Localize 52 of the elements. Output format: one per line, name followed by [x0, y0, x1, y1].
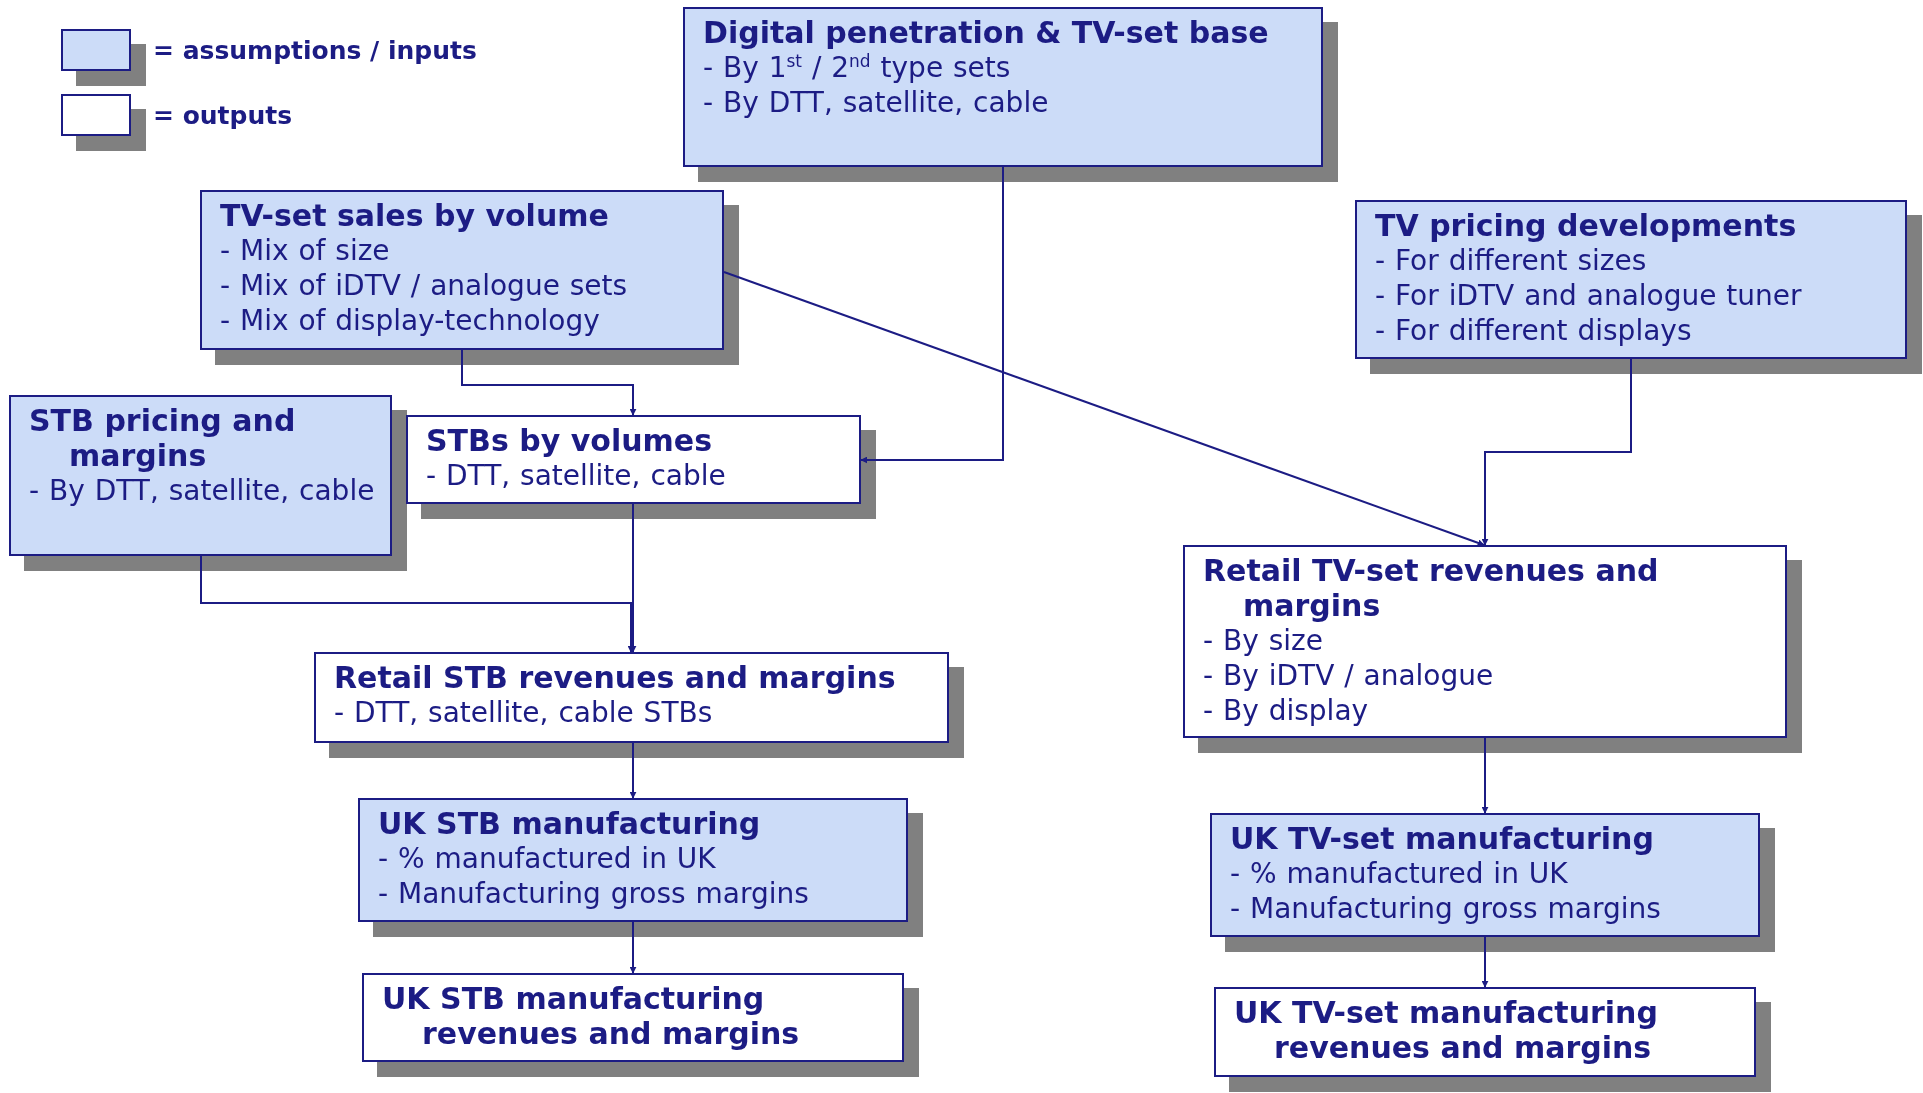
legend-text: = assumptions / inputs — [153, 35, 477, 65]
arrow — [200, 555, 635, 653]
box-heading: STB pricing and margins — [29, 403, 297, 473]
bullet-item: - By size — [1203, 623, 1324, 658]
legend-text: = outputs — [153, 100, 293, 130]
box-heading: TV-set sales by volume — [220, 198, 610, 233]
box-heading: Retail STB revenues and margins — [334, 660, 897, 695]
arrow — [1481, 358, 1632, 546]
box-heading: UK TV-set manufacturing revenues and margins — [1234, 995, 1659, 1065]
output-box — [314, 652, 949, 743]
bullet-item: - For iDTV and analogue tuner — [1375, 278, 1803, 313]
arrow — [723, 271, 1485, 547]
box-heading: Retail TV-set revenues and margins — [1203, 553, 1660, 623]
input-box — [200, 190, 724, 350]
input-box — [358, 798, 908, 922]
arrow — [629, 503, 637, 653]
input-box — [9, 395, 392, 556]
box-heading: TV pricing developments — [1375, 208, 1798, 243]
bullet-item: - Manufacturing gross margins — [378, 876, 810, 911]
arrow — [461, 349, 637, 416]
output-box — [1214, 987, 1756, 1077]
bullet-item: - Mix of size — [220, 233, 391, 268]
box-heading: UK TV-set manufacturing — [1230, 821, 1655, 856]
arrow — [1481, 737, 1489, 814]
input-box — [683, 7, 1323, 167]
arrow — [629, 921, 637, 974]
arrow — [629, 742, 637, 799]
bullet-item: - By DTT, satellite, cable — [29, 473, 376, 508]
input-box — [1355, 200, 1907, 359]
bullet-item: - DTT, satellite, cable STBs — [334, 695, 714, 730]
output-box — [1183, 545, 1787, 738]
bullet-item: - % manufactured in UK — [1230, 856, 1569, 891]
bullet-item: - DTT, satellite, cable — [426, 458, 727, 493]
box-heading: UK STB manufacturing revenues and margins — [382, 981, 801, 1051]
bullet-item: - % manufactured in UK — [378, 841, 717, 876]
bullet-item: - For different displays — [1375, 313, 1693, 348]
bullet-item: - By iDTV / analogue — [1203, 658, 1495, 693]
arrow — [860, 166, 1004, 464]
input-box — [1210, 813, 1760, 937]
box-heading: Digital penetration & TV-set base — [703, 15, 1270, 50]
arrow — [1481, 936, 1489, 988]
bullet-item: - For different sizes — [1375, 243, 1648, 278]
box-heading: STBs by volumes — [426, 423, 713, 458]
box-heading: UK STB manufacturing — [378, 806, 762, 841]
bullet-item: - Manufacturing gross margins — [1230, 891, 1662, 926]
bullet-item: - By display — [1203, 693, 1370, 728]
bullet-item: - By 1$^{st}$ / 2$^{nd}$ type sets — [703, 50, 1012, 85]
bullet-item: - Mix of iDTV / analogue sets — [220, 268, 629, 303]
output-box — [362, 973, 904, 1062]
bullet-item: - By DTT, satellite, cable — [703, 85, 1050, 120]
bullet-item: - Mix of display-technology — [220, 303, 601, 338]
output-box — [406, 415, 861, 504]
